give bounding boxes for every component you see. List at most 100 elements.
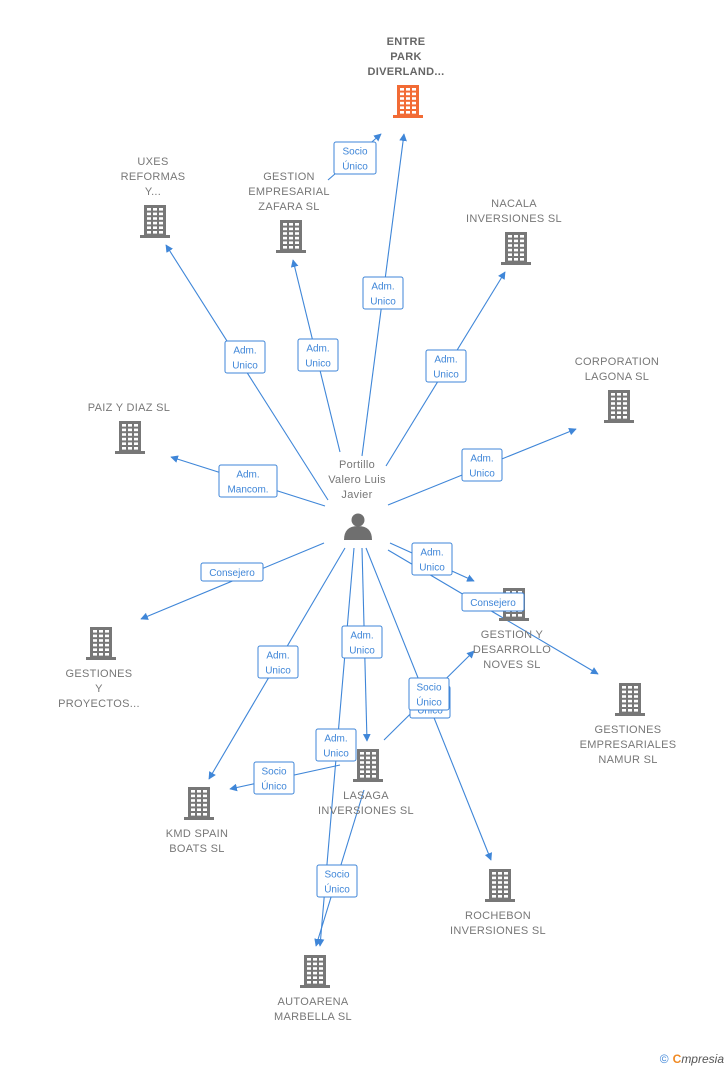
edge-label-box (461, 592, 525, 612)
building-icon (615, 683, 645, 716)
edge-label-person-to-gestion-noves: Adm.Unico (411, 542, 453, 576)
node-label-corporation-lagona: LAGONA SL (585, 371, 649, 383)
edge-label-person-to-autoarena: Adm.Unico (315, 728, 357, 762)
building-icon (300, 955, 330, 988)
edge-label-text: Único (342, 160, 368, 173)
edge-label-box (362, 276, 404, 310)
building-icon (276, 220, 306, 253)
node-label-paiz-diaz: PAIZ Y DIAZ SL (88, 402, 170, 414)
node-label-gestion-noves: NOVES SL (483, 659, 540, 671)
edge-label-text: Socio (342, 147, 367, 158)
edge-label-text: Unico (433, 370, 459, 381)
node-uxes[interactable]: UXES REFORMAS Y... (121, 156, 186, 238)
edge-label-text: Adm. (350, 631, 373, 642)
edge-label-box (425, 349, 467, 383)
edge-label-text: Consejero (209, 568, 255, 579)
edge-label-text: Socio (261, 767, 286, 778)
node-autoarena[interactable]: AUTOARENA MARBELLA SL (274, 955, 352, 1023)
node-label-uxes: Y... (145, 186, 161, 198)
edge-label-person-to-corporation-lagona: Adm.Unico (461, 448, 503, 482)
edge-label-text: Unico (305, 359, 331, 370)
node-label-gestion-zafara: EMPRESARIAL (248, 186, 330, 198)
copyright-symbol: © (659, 1052, 669, 1066)
edge-label-box (461, 448, 503, 482)
edge-label-text: Unico (349, 646, 375, 657)
node-label-lasaga: LASAGA (343, 790, 389, 802)
edge-label-box (315, 728, 357, 762)
edge-label-person-to-gestiones-namur: Consejero (461, 592, 525, 612)
node-label-person: Valero Luis (328, 474, 386, 486)
edge-label-text: Único (324, 883, 350, 896)
edge-label-box (341, 625, 383, 659)
edge-label-text: Adm. (306, 344, 329, 355)
node-label-autoarena: MARBELLA SL (274, 1011, 352, 1023)
node-label-nacala: NACALA (491, 198, 537, 210)
node-label-kmd-spain: KMD SPAIN (166, 828, 228, 840)
edge-label-box (316, 864, 358, 898)
edge-label-person-to-uxes: Adm.Unico (224, 340, 266, 374)
edge-label-text: Socio (324, 870, 349, 881)
building-icon (353, 749, 383, 782)
node-paiz-diaz[interactable]: PAIZ Y DIAZ SL (88, 402, 170, 454)
edge-label-box (257, 645, 299, 679)
edge-label-text: Único (261, 780, 287, 793)
edge-label-person-to-nacala: Adm.Unico (425, 349, 467, 383)
node-label-entre-park: PARK (390, 51, 422, 63)
node-lasaga[interactable]: LASAGA INVERSIONES SL (318, 749, 414, 817)
node-label-gestion-zafara: ZAFARA SL (258, 201, 319, 213)
node-label-gestiones-proyectos: GESTIONES (66, 668, 133, 680)
edge-label-text: Consejero (470, 598, 516, 609)
building-icon (115, 421, 145, 454)
edge-label-text: Unico (419, 563, 445, 574)
building-icon (184, 787, 214, 820)
node-label-autoarena: AUTOARENA (278, 996, 349, 1008)
edge-label-text: Adm. (236, 470, 259, 481)
edge-label-text: Adm. (233, 346, 256, 357)
edge-label-box (408, 677, 450, 711)
edge-label-box (297, 338, 339, 372)
brand-name: mpresia (681, 1052, 724, 1066)
node-label-gestiones-proyectos: PROYECTOS... (58, 698, 140, 710)
person-icon (344, 513, 372, 540)
node-label-person: Javier (341, 489, 372, 501)
node-label-entre-park: ENTRE (387, 36, 426, 48)
edge-label-box (218, 464, 278, 498)
node-gestion-zafara[interactable]: GESTION EMPRESARIAL ZAFARA SL (248, 171, 330, 253)
node-gestiones-proyectos[interactable]: GESTIONES Y PROYECTOS... (58, 627, 140, 710)
edge-label-text: Mancom. (227, 485, 268, 496)
node-label-gestion-noves: DESARROLLO (473, 644, 551, 656)
edge-label-text: Socio (416, 683, 441, 694)
edge-label-text: Unico (370, 297, 396, 308)
edge-label-box (333, 141, 377, 175)
edge-label-text: Adm. (470, 454, 493, 465)
node-entre-park[interactable]: ENTREPARKDIVERLAND... (368, 36, 445, 118)
edge-label-text: Unico (417, 706, 443, 717)
edge-label-person-to-entre-park: Adm.Unico (362, 276, 404, 310)
node-label-gestion-noves: GESTION Y (481, 629, 544, 641)
node-label-rochebon: ROCHEBON (465, 910, 531, 922)
node-label-uxes: REFORMAS (121, 171, 186, 183)
node-label-uxes: UXES (137, 156, 168, 168)
node-label-person: Portillo (339, 459, 375, 471)
node-label-lasaga: INVERSIONES SL (318, 805, 414, 817)
edge-label-box (411, 542, 453, 576)
node-label-gestion-zafara: GESTION (263, 171, 315, 183)
building-icon (393, 85, 423, 118)
building-icon (86, 627, 116, 660)
node-label-gestiones-namur: NAMUR SL (598, 754, 657, 766)
node-label-gestiones-proyectos: Y (95, 683, 103, 695)
node-label-gestiones-namur: EMPRESARIALES (580, 739, 677, 751)
edge-label-box (200, 562, 264, 582)
